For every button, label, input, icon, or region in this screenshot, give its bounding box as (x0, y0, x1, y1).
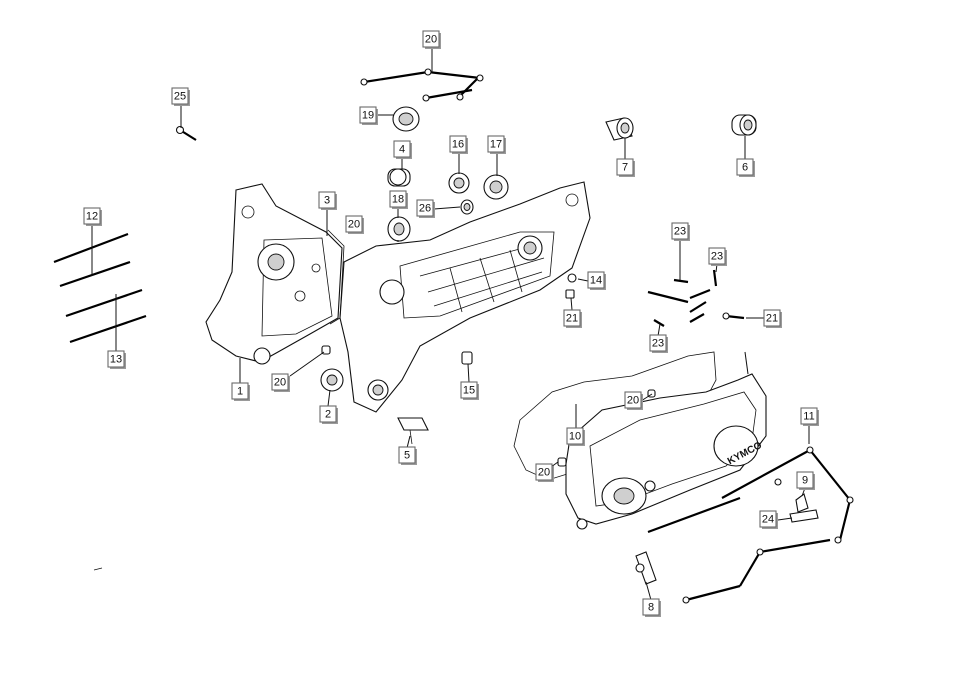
callout-11: 11 (800, 407, 819, 426)
callout-24: 24 (759, 510, 778, 529)
callout-20d: 20 (535, 463, 554, 482)
svg-text:23: 23 (652, 338, 664, 350)
part-bolt-25 (175, 125, 197, 141)
part-clip-9 (795, 493, 809, 513)
svg-text:2: 2 (325, 409, 331, 421)
part-clip-24 (789, 509, 819, 523)
svg-text:24: 24 (762, 514, 774, 526)
part-bushing-6 (731, 114, 757, 136)
callout-17: 17 (487, 135, 506, 154)
svg-text:23: 23 (674, 226, 686, 238)
svg-text:1: 1 (237, 386, 243, 398)
part-washer-14 (567, 273, 577, 283)
callout-22: 20 (422, 30, 441, 49)
part-pin-5 (397, 417, 429, 445)
callout-12: 12 (83, 207, 102, 226)
part-bearing-4 (387, 168, 411, 187)
svg-text:3: 3 (324, 195, 330, 207)
svg-text:19: 19 (362, 110, 374, 122)
svg-text:20: 20 (274, 377, 286, 389)
svg-text:6: 6 (742, 162, 748, 174)
callout-4: 4 (393, 140, 412, 159)
svg-text:20: 20 (425, 34, 437, 46)
callout-19: 19 (359, 106, 378, 125)
part-gasket-3 (327, 229, 345, 325)
svg-text:25: 25 (174, 91, 186, 103)
callout-3: 3 (318, 191, 337, 210)
callout-14: 14 (587, 271, 606, 290)
svg-text:16: 16 (452, 139, 464, 151)
svg-text:20: 20 (627, 395, 639, 407)
part-bolts-11 (647, 446, 854, 604)
part-transmission-cover: KYMCO (565, 373, 767, 530)
part-seal-26 (460, 199, 474, 215)
svg-text:17: 17 (490, 139, 502, 151)
part-bolt-15 (461, 351, 473, 365)
callout-9: 9 (796, 471, 815, 490)
part-bolt-set-22 (360, 68, 484, 102)
callout-25: 25 (171, 87, 190, 106)
svg-text:23: 23 (711, 251, 723, 263)
svg-text:10: 10 (569, 431, 581, 443)
svg-text:4: 4 (399, 144, 405, 156)
callout-23c: 23 (649, 334, 668, 353)
part-dowel-20d (557, 457, 567, 467)
svg-text:15: 15 (463, 385, 475, 397)
svg-text:18: 18 (392, 194, 404, 206)
part-bearing-18 (387, 216, 411, 242)
callout-2: 2 (319, 405, 338, 424)
callout-7: 7 (616, 158, 635, 177)
part-bearing-19 (392, 106, 420, 132)
callout-8: 8 (642, 598, 661, 617)
svg-text:7: 7 (622, 162, 628, 174)
callout-20c: 20 (624, 391, 643, 410)
part-crankcase-right (339, 181, 591, 413)
callouts: 20 25 19 4 16 17 26 (83, 30, 819, 617)
callout-13: 13 (107, 350, 126, 369)
part-clamp-8 (635, 551, 657, 585)
svg-text:13: 13 (110, 354, 122, 366)
callout-26: 26 (416, 199, 435, 218)
svg-text:21: 21 (566, 313, 578, 325)
part-bushing-2 (320, 368, 344, 392)
callout-21b: 21 (763, 309, 782, 328)
part-bearing-16 (448, 172, 470, 194)
part-bearing-17 (483, 174, 509, 200)
callout-18: 18 (389, 190, 408, 209)
stray-mark (93, 567, 103, 571)
svg-text:14: 14 (590, 275, 602, 287)
callout-10: 10 (566, 427, 585, 446)
svg-text:8: 8 (648, 602, 654, 614)
callout-21a: 21 (563, 309, 582, 328)
svg-text:9: 9 (802, 475, 808, 487)
svg-text:21: 21 (766, 313, 778, 325)
part-nut-21a (565, 289, 575, 299)
part-sleeve-7 (605, 117, 634, 141)
svg-text:20: 20 (348, 219, 360, 231)
svg-text:11: 11 (803, 411, 814, 423)
svg-text:26: 26 (419, 203, 431, 215)
part-studs-12-13 (53, 232, 147, 344)
callout-23a: 23 (671, 222, 690, 241)
callout-15: 15 (460, 381, 479, 400)
callout-20b: 20 (271, 373, 290, 392)
callout-5: 5 (398, 446, 417, 465)
callout-6: 6 (736, 158, 755, 177)
part-bolts-23 (647, 269, 745, 327)
callout-23b: 23 (708, 247, 727, 266)
callout-20a: 20 (345, 215, 364, 234)
svg-text:20: 20 (538, 467, 550, 479)
svg-text:12: 12 (86, 211, 98, 223)
callout-16: 16 (449, 135, 468, 154)
callout-1: 1 (231, 382, 250, 401)
part-crankcase-left-1 (205, 183, 343, 365)
svg-text:5: 5 (404, 450, 410, 462)
